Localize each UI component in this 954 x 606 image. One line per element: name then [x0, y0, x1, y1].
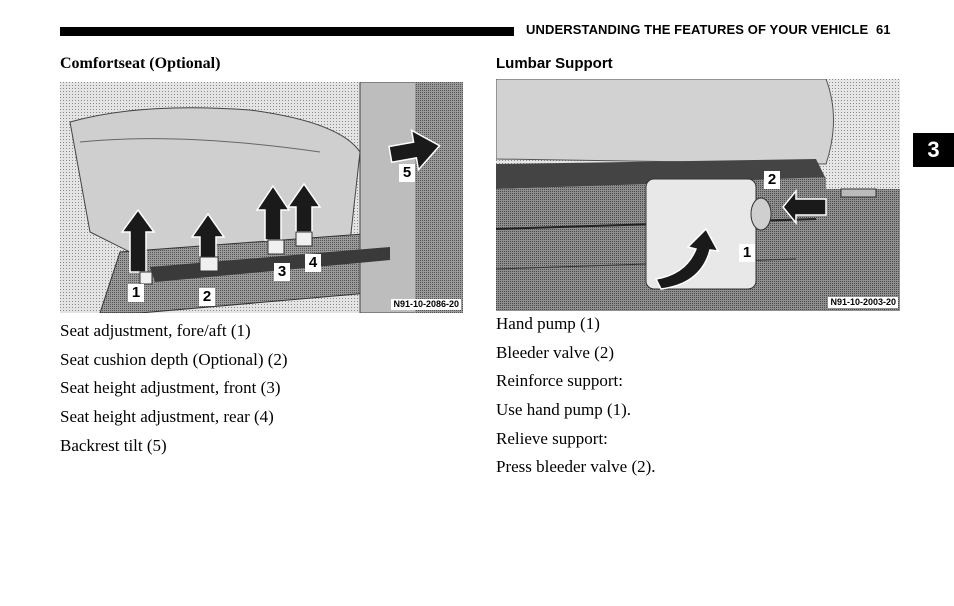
callout-5: 5	[399, 164, 415, 182]
comfortseat-list: Seat adjustment, fore/aft (1) Seat cushi…	[60, 321, 288, 464]
list-item: Seat height adjustment, front (3)	[60, 378, 281, 398]
header-rule	[60, 27, 514, 36]
lumbar-support-illustration: 2 1 N91-10-2003-20	[496, 79, 900, 311]
list-item: Press bleeder valve (2).	[496, 457, 656, 477]
callout-3: 3	[274, 263, 290, 281]
chapter-tab: 3	[913, 133, 954, 167]
list-item: Hand pump (1)	[496, 314, 600, 333]
list-item: Backrest tilt (5)	[60, 435, 167, 455]
lumbar-support-list: Hand pump (1) Bleeder valve (2) Reinforc…	[496, 314, 656, 486]
seat-controls-illustration: 1 2 3 4 5 N91-10-2086-20	[60, 82, 463, 313]
section-title-comfortseat: Comfortseat (Optional)	[60, 55, 221, 72]
running-header: UNDERSTANDING THE FEATURES OF YOUR VEHIC…	[526, 22, 891, 37]
list-item: Relieve support:	[496, 428, 608, 448]
callout-1: 1	[128, 284, 144, 302]
callout-2: 2	[764, 171, 780, 189]
running-title: UNDERSTANDING THE FEATURES OF YOUR VEHIC…	[526, 22, 869, 37]
callout-1: 1	[739, 244, 755, 262]
list-item: Seat height adjustment, rear (4)	[60, 407, 274, 427]
list-item: Seat cushion depth (Optional) (2)	[60, 349, 288, 369]
callout-2: 2	[199, 288, 215, 306]
list-item: Use hand pump (1).	[496, 400, 632, 420]
list-item: Bleeder valve (2)	[496, 342, 614, 362]
list-item: Reinforce support:	[496, 371, 623, 391]
figure-id: N91-10-2086-20	[391, 299, 461, 310]
page-number: 61	[875, 22, 891, 37]
section-title-lumbar-support: Lumbar Support	[496, 55, 613, 72]
list-item: Seat adjustment, fore/aft (1)	[60, 321, 251, 340]
callout-4: 4	[305, 254, 321, 272]
figure-id: N91-10-2003-20	[828, 297, 898, 308]
